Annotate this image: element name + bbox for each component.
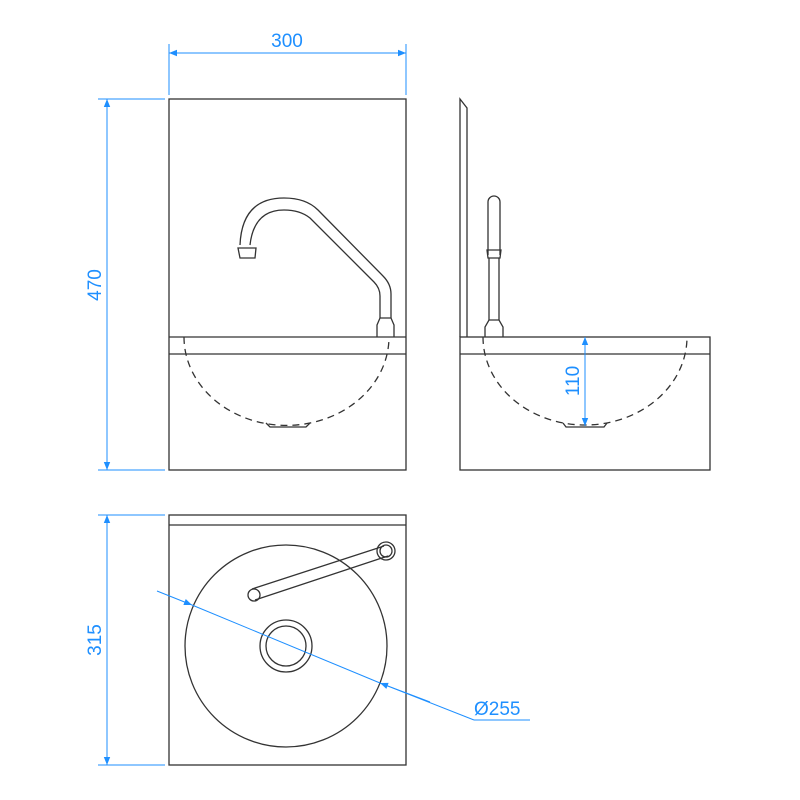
top-view: [168, 514, 407, 766]
side-faucet: [484, 195, 504, 337]
faucet: [237, 197, 395, 337]
bowl-depth-label: 110: [563, 366, 584, 396]
top-faucet: [247, 541, 396, 602]
faucet-spout-inner: [249, 209, 381, 318]
top-faucet-spout: [251, 545, 389, 601]
faucet-base: [376, 317, 395, 337]
bowl-diameter-label: Ø255: [474, 699, 520, 720]
front-view: [168, 98, 407, 471]
top-faucet-base-inner: [379, 544, 393, 558]
faucet-nozzle: [237, 247, 257, 259]
hidden-bowl: [183, 336, 390, 427]
width-label: 300: [271, 31, 303, 52]
dimension-bowl-depth: 110: [563, 337, 589, 426]
top-faucet-nozzle: [247, 588, 261, 602]
side-hidden-drain: [562, 422, 608, 428]
side-faucet-base: [484, 319, 504, 337]
side-faucet-collar: [486, 249, 502, 259]
side-faucet-pipe: [488, 258, 500, 320]
top-faucet-base-outer: [376, 541, 396, 561]
drain-outer: [259, 619, 313, 673]
dimension-width: 300: [168, 31, 407, 95]
top-panel: [168, 514, 407, 766]
drain-inner: [265, 625, 307, 667]
side-faucet-lever: [487, 195, 501, 255]
backsplash: [459, 97, 468, 337]
height-label: 470: [85, 269, 106, 301]
dimension-bowl-diameter: Ø255: [156, 590, 530, 721]
side-view: [459, 97, 711, 471]
faucet-spout-outer: [239, 197, 392, 318]
front-panel: [168, 98, 407, 471]
dimension-depth: 315: [85, 514, 165, 766]
hidden-drain: [265, 422, 311, 428]
bowl-outline: [184, 544, 388, 748]
dimension-height: 470: [85, 98, 165, 471]
depth-label: 315: [85, 624, 106, 656]
